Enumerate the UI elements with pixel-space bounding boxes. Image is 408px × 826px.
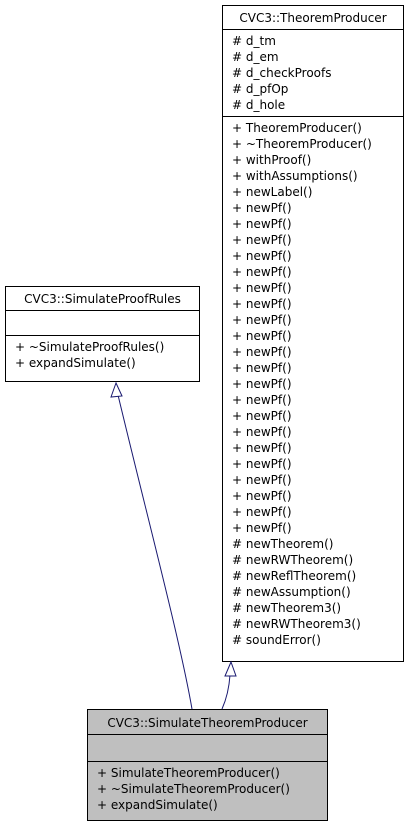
method-row: + newLabel() [232,185,313,199]
arrowhead-tp [224,660,237,677]
method-row: + newPf() [232,313,292,327]
method-row: + newPf() [232,249,292,263]
edge-stp-to-spr [117,394,193,710]
class-name: CVC3::SimulateTheoremProducer [107,716,308,730]
method-row: + newPf() [232,425,292,439]
method-row: + newPf() [232,201,292,215]
method-row: + expandSimulate() [97,798,218,812]
method-row: # newRWTheorem3() [232,617,361,631]
method-row: + newPf() [232,217,292,231]
method-row: + ~SimulateProofRules() [15,340,165,354]
attribute-row: # d_hole [232,98,286,112]
method-row: + newPf() [232,521,292,535]
attribute-row: # d_em [232,50,279,64]
method-row: + newPf() [232,361,292,375]
method-row: + newPf() [232,377,292,391]
method-row: + withAssumptions() [232,169,358,183]
method-row: # newReflTheorem() [232,569,357,583]
method-row: + newPf() [232,441,292,455]
methods-section: + TheoremProducer() + ~TheoremProducer() +… [223,116,403,651]
method-row: # newAssumption() [232,585,351,599]
edge-stp-to-tp [221,674,231,710]
method-row: + ~SimulateTheoremProducer() [97,782,290,796]
attributes-section: # d_tm # d_em # d_checkProofs # d_pfOp # d_h… [223,29,403,116]
method-row: + newPf() [232,393,292,407]
attributes-section [6,310,199,335]
attributes-section [88,734,327,761]
class-name: CVC3::TheoremProducer [239,11,387,25]
method-row: + newPf() [232,457,292,471]
method-row: + SimulateTheoremProducer() [97,766,280,780]
method-row: + newPf() [232,473,292,487]
class-simulate-proof-rules[interactable]: CVC3::SimulateProofRules + ~SimulateProo… [5,286,200,382]
method-row: + newPf() [232,505,292,519]
methods-section: + ~SimulateProofRules() + expandSimulate(… [6,335,199,374]
method-row: + expandSimulate() [15,356,136,370]
method-row: + newPf() [232,297,292,311]
attribute-row: # d_pfOp [232,82,289,96]
method-row: + newPf() [232,265,292,279]
method-row: + newPf() [232,281,292,295]
attribute-row: # d_checkProofs [232,66,332,80]
method-row: + newPf() [232,409,292,423]
method-row: + newPf() [232,329,292,343]
method-row: + newPf() [232,489,292,503]
method-row: # newTheorem3() [232,601,342,615]
attribute-row: # d_tm [232,34,276,48]
method-row: + newPf() [232,345,292,359]
arrowhead-spr [110,381,123,398]
methods-section: + SimulateTheoremProducer() + ~SimulateTh… [88,761,327,816]
class-simulate-theorem-producer[interactable]: CVC3::SimulateTheoremProducer + Simulate… [87,709,328,821]
method-row: # soundError() [232,633,321,647]
method-row: + ~TheoremProducer() [232,137,372,151]
method-row: + withProof() [232,153,312,167]
method-row: + TheoremProducer() [232,121,362,135]
method-row: # newRWTheorem() [232,553,354,567]
class-name: CVC3::SimulateProofRules [24,292,181,306]
method-row: # newTheorem() [232,537,334,551]
class-theorem-producer[interactable]: CVC3::TheoremProducer # d_tm# d_em# d_ch… [222,5,404,662]
method-row: + newPf() [232,233,292,247]
